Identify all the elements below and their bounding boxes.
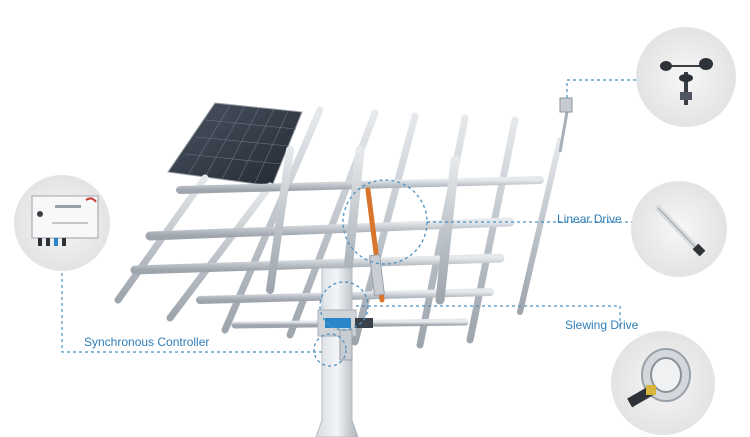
support-pole (315, 267, 373, 437)
controller-box-icon (31, 195, 99, 246)
synchronous-controller-label: Synchronous Controller (84, 335, 210, 349)
callout-lines (61, 79, 640, 353)
linear-actuator-icon (655, 205, 706, 257)
wind-sensor-mast (558, 97, 573, 153)
slewing-drive-icon (627, 348, 691, 408)
controller-circle (14, 175, 110, 271)
anemometer-circle (636, 27, 736, 127)
slewing-drive-label: Slewing Drive (565, 318, 639, 332)
linear-actuator (365, 187, 385, 303)
slewing-drive-circle (611, 331, 715, 435)
linear-drive-label: Linear Drive (557, 212, 622, 226)
solar-panel (167, 102, 303, 187)
anemometer-icon (660, 58, 713, 105)
linear-drive-circle (631, 181, 727, 277)
